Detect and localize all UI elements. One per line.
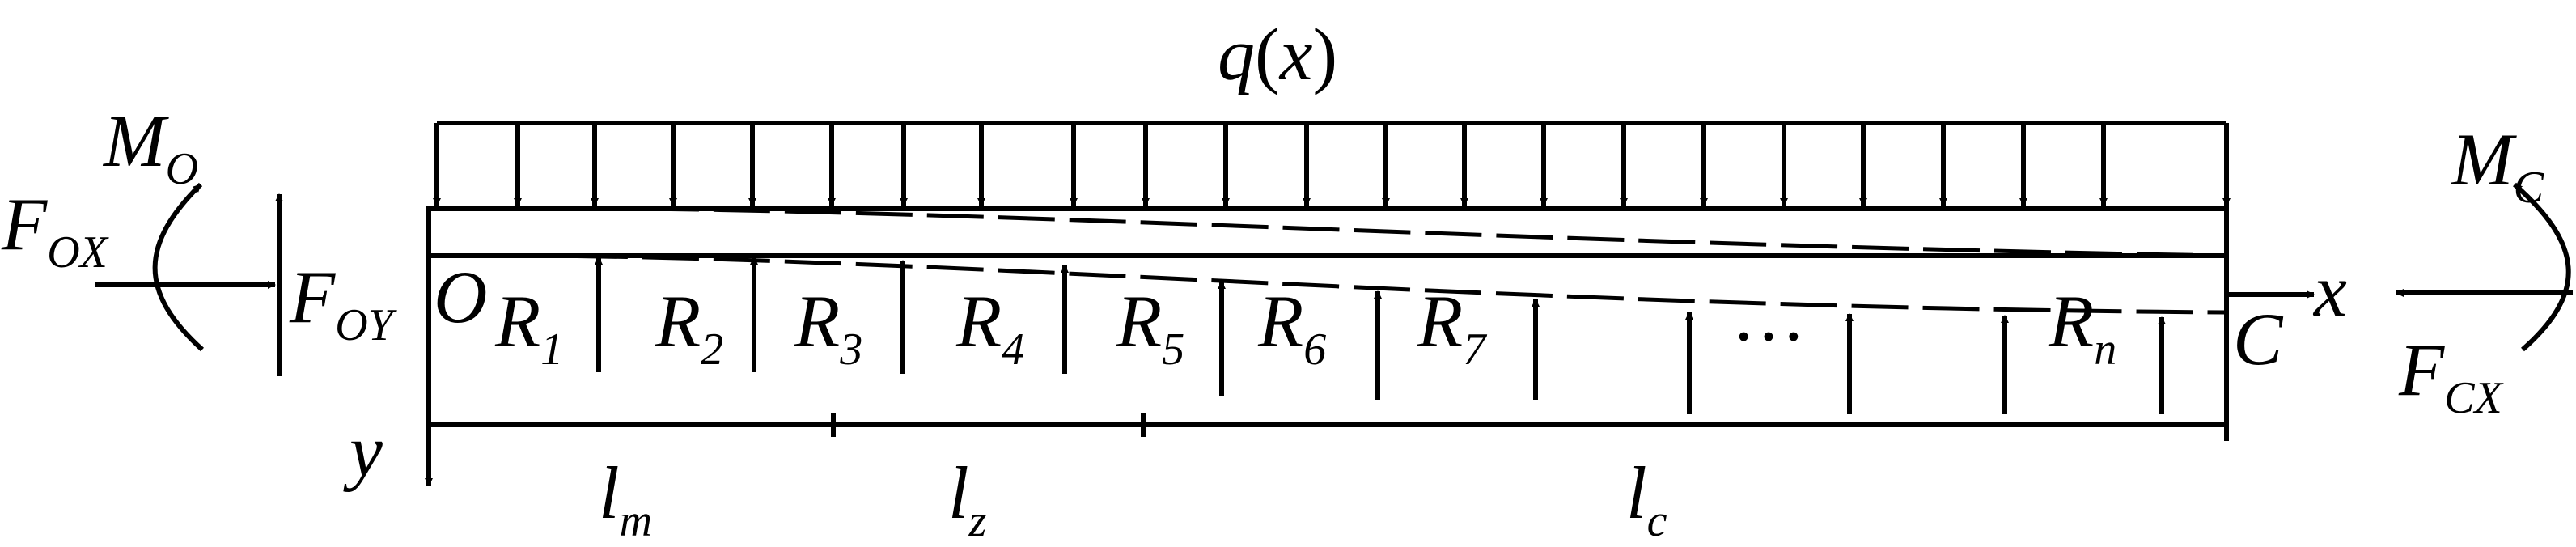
fox-label: FOX [1, 183, 110, 278]
y-axis-label: y [343, 409, 383, 492]
reaction-label-3: R3 [794, 280, 862, 375]
load-arrows [433, 123, 2231, 206]
mo-label: MO [102, 100, 198, 194]
point-c-label: C [2233, 298, 2284, 380]
reaction-ellipsis: … [1731, 274, 1806, 356]
mc-label: MC [2450, 118, 2544, 213]
deflected-top-curve [428, 206, 2227, 258]
dimension-label-lz: lz [948, 452, 987, 546]
mo-moment-arrow [152, 182, 205, 352]
reaction-label-2: R2 [655, 280, 723, 375]
dimension-label-lc: lc [1626, 452, 1667, 546]
reaction-label-6: R6 [1257, 280, 1326, 375]
point-o-label: O [434, 256, 487, 338]
foy-label: FOY [289, 256, 398, 350]
x-axis-label: x [2312, 249, 2347, 332]
distributed-load: q(x) [433, 13, 2231, 206]
load-label: q(x) [1218, 13, 1337, 95]
reaction-label-n: Rn [2048, 280, 2116, 375]
reaction-label-1: R1 [494, 280, 563, 375]
deflected-bottom-curve [428, 253, 2227, 315]
dimension-label-lm: lm [599, 452, 652, 546]
fcx-label: FCX [2398, 329, 2505, 423]
reaction-label-4: R4 [955, 280, 1024, 375]
reaction-label-7: R7 [1417, 280, 1487, 375]
reaction-arrows [595, 257, 2166, 414]
mc-moment-arrow [2513, 182, 2571, 352]
beam [426, 206, 2229, 258]
reaction-label-5: R5 [1116, 280, 1184, 375]
